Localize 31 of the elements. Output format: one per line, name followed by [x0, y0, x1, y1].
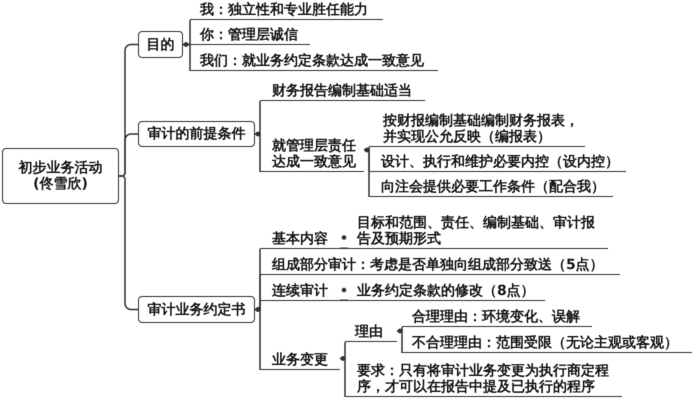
underlined-topic: 合理理由：环境变化、误解 — [402, 305, 592, 327]
underlined-topic: 我们：就业务约定条款达成一致意见 — [190, 52, 438, 71]
underlined-topic: 理由 — [345, 320, 397, 342]
connector-line — [255, 307, 261, 370]
underlined-topic: 你：管理层诚信 — [190, 26, 310, 45]
underlined-topic: 业务变更 — [260, 347, 340, 370]
central-topic-box: 初步业务活动(佟雪欣) — [2, 148, 119, 204]
underlined-topic: 组成部分审计：考虑是否单独向组成部分致送（5点） — [260, 253, 620, 275]
connector-line — [364, 148, 370, 197]
connector-line — [397, 328, 403, 353]
connector-line — [340, 235, 348, 249]
connector-line — [255, 132, 261, 172]
underlined-topic: 基本内容 — [260, 226, 340, 249]
connector-line — [119, 133, 138, 177]
connector-line — [340, 288, 348, 301]
underlined-topic: 连续审计 — [260, 279, 340, 301]
connector-line — [183, 42, 191, 71]
main-topic-box: 目的 — [138, 31, 183, 58]
underlined-topic: 业务约定条款的修改（8点） — [348, 279, 545, 301]
main-topic-box: 审计的前提条件 — [138, 121, 255, 147]
underlined-topic: 就管理层责任达成一致意见 — [260, 128, 364, 172]
underlined-topic: 要求：只有将审计业务变更为执行商定程序，才可以在报告中提及已执行的程序 — [345, 356, 622, 397]
underlined-topic: 设计、执行和维护必要内控（设内控） — [369, 151, 626, 172]
connector-line — [340, 356, 346, 397]
underlined-topic: 财务报告编制基础适当 — [260, 80, 425, 101]
underlined-topic: 向注会提供必要工作条件（配合我） — [369, 176, 613, 197]
underlined-topic: 按财报编制基础编制财务报表，并实现公允反映（编报表） — [369, 106, 585, 147]
underlined-topic: 不合理理由：范围受限（无论主观或客观） — [402, 331, 692, 353]
underlined-topic: 我：独立性和专业胜任能力 — [190, 1, 383, 20]
main-topic-box: 审计业务约定书 — [138, 296, 255, 323]
underlined-topic: 目标和范围、责任、编制基础、审计报告及预期形式 — [348, 206, 608, 249]
